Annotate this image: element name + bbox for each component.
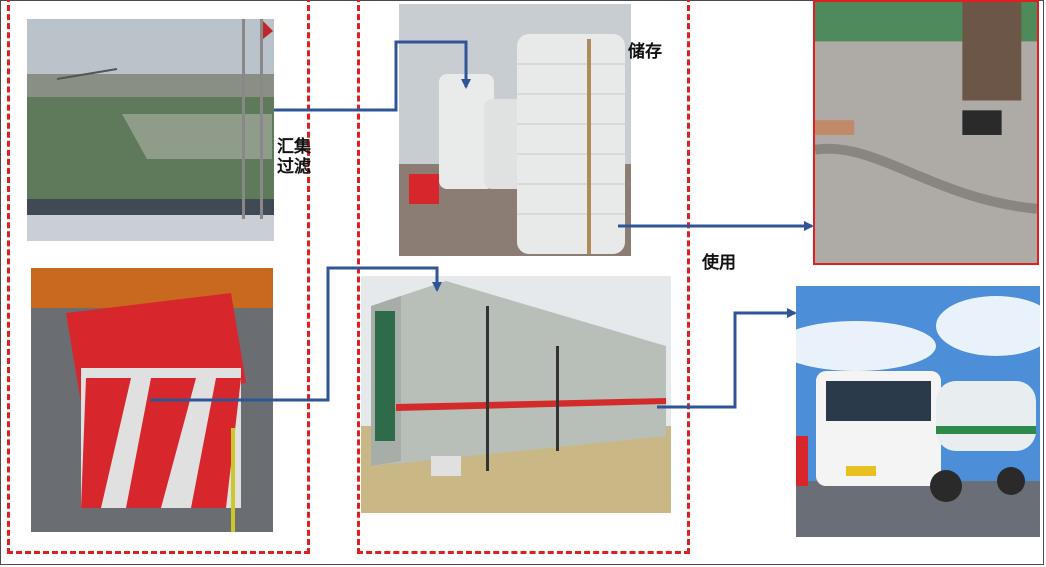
photo-water-storage-tanks [399, 4, 631, 256]
label-collect-filter: 汇集 过滤 [277, 137, 311, 177]
label-storage: 储存 [628, 42, 662, 62]
photo-filtration-unit [361, 276, 671, 513]
photo-construction-site-pond [27, 19, 274, 241]
label-use: 使用 [702, 253, 736, 273]
photo-red-grate-drain [31, 268, 273, 532]
photo-water-sprinkler-truck [796, 286, 1040, 537]
photo-concrete-floor-curing [813, 0, 1039, 265]
